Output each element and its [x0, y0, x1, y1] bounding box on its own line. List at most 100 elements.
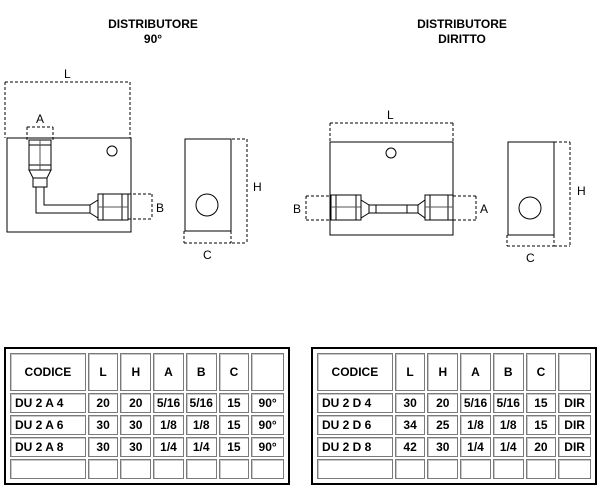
cell-codice: DU 2 D 8 [317, 437, 393, 457]
label-A-right: A [480, 202, 488, 216]
cell-C: 15 [218, 437, 250, 457]
dimension-L-right [329, 122, 454, 142]
side-view-diritto [506, 141, 571, 247]
dimension-L-left [4, 81, 131, 138]
cell-C [218, 459, 250, 479]
header-H: H [427, 353, 459, 391]
cell-B: 5/16 [492, 393, 524, 413]
header-L: L [394, 353, 426, 391]
cell-L: 30 [394, 393, 426, 413]
label-A-left: A [36, 112, 44, 126]
block-body [6, 137, 132, 233]
cell-L: 34 [394, 415, 426, 435]
cell-type: DIR [558, 415, 591, 435]
cell-H: 30 [120, 415, 152, 435]
header-B: B [185, 353, 217, 391]
label-L-right: L [387, 108, 394, 122]
table-row: DU 2 D 6 34 25 1/8 1/8 15 DIR [317, 415, 591, 435]
mounting-hole [385, 147, 397, 159]
spec-table-90: CODICE L H A B C DU 2 A 4 20 20 5/16 5/1… [8, 351, 286, 481]
table-row: DU 2 A 4 20 20 5/16 5/16 15 90° [10, 393, 284, 413]
cell-A [460, 459, 491, 479]
header-type [251, 353, 284, 391]
header-A: A [460, 353, 491, 391]
label-B-left: B [156, 201, 164, 215]
cell-C: 20 [525, 437, 557, 457]
cell-C: 15 [525, 415, 557, 435]
spec-table-diritto: CODICE L H A B C DU 2 D 4 30 20 5/16 5/1… [315, 351, 593, 481]
header-codice: CODICE [317, 353, 393, 391]
dimension-A-left [26, 126, 54, 140]
cell-L [87, 459, 119, 479]
table-distributore-90: CODICE L H A B C DU 2 A 4 20 20 5/16 5/1… [4, 347, 290, 485]
cell-type: 90° [251, 415, 284, 435]
cell-H: 30 [120, 437, 152, 457]
title-distributore-diritto: DISTRIBUTORE DIRITTO [362, 17, 562, 47]
table-row: DU 2 A 8 30 30 1/4 1/4 15 90° [10, 437, 284, 457]
cell-C [525, 459, 557, 479]
cell-B [492, 459, 524, 479]
cell-B: 1/8 [492, 415, 524, 435]
cell-A: 1/8 [153, 415, 184, 435]
block-body [329, 141, 454, 236]
header-L: L [87, 353, 119, 391]
side-block [507, 141, 555, 236]
cell-codice: DU 2 D 4 [317, 393, 393, 413]
dimension-H-right [554, 141, 571, 247]
cell-H: 30 [427, 437, 459, 457]
header-A: A [153, 353, 184, 391]
internal-channel-90 [35, 187, 90, 214]
title-distributore-90: DISTRIBUTORE 90° [53, 17, 253, 47]
internal-channel-straight [369, 204, 418, 214]
cell-L [394, 459, 426, 479]
dimension-B-left [128, 193, 153, 220]
table-row: DU 2 D 4 30 20 5/16 5/16 15 DIR [317, 393, 591, 413]
cell-type: 90° [251, 393, 284, 413]
dimension-C-left [183, 231, 232, 244]
cell-B: 1/8 [185, 415, 217, 435]
cell-type [558, 459, 591, 479]
through-hole [518, 196, 542, 220]
table-row: DU 2 D 8 42 30 1/4 1/4 20 DIR [317, 437, 591, 457]
cell-L: 20 [87, 393, 119, 413]
dimension-B-right [305, 195, 331, 221]
label-C-right: C [526, 251, 535, 265]
header-codice: CODICE [10, 353, 86, 391]
cell-codice: DU 2 D 6 [317, 415, 393, 435]
cell-A: 5/16 [460, 393, 491, 413]
cell-A: 1/8 [460, 415, 491, 435]
title-line-2: 90° [143, 32, 163, 46]
table-distributore-diritto: CODICE L H A B C DU 2 D 4 30 20 5/16 5/1… [311, 347, 597, 485]
cell-codice: DU 2 A 4 [10, 393, 86, 413]
dimension-C-right [506, 235, 555, 247]
cell-H: 25 [427, 415, 459, 435]
table-header-row: CODICE L H A B C [10, 353, 284, 391]
table-row-empty [317, 459, 591, 479]
side-block [184, 138, 232, 232]
cell-B [185, 459, 217, 479]
cell-A: 1/4 [153, 437, 184, 457]
cell-codice: DU 2 A 6 [10, 415, 86, 435]
header-type [558, 353, 591, 391]
cell-L: 42 [394, 437, 426, 457]
through-hole [195, 193, 219, 217]
cell-type: DIR [558, 437, 591, 457]
title-line-1: DISTRIBUTORE [417, 17, 507, 31]
front-view-90 [4, 81, 153, 233]
cell-C: 15 [218, 415, 250, 435]
table-row: DU 2 A 6 30 30 1/8 1/8 15 90° [10, 415, 284, 435]
table-header-row: CODICE L H A B C [317, 353, 591, 391]
cell-H [427, 459, 459, 479]
header-C: C [218, 353, 250, 391]
technical-drawing: L A B H C L B A H C [4, 67, 586, 265]
mounting-hole [106, 145, 118, 157]
cell-H: 20 [427, 393, 459, 413]
table-row-empty [10, 459, 284, 479]
cell-H: 20 [120, 393, 152, 413]
cell-A [153, 459, 184, 479]
front-view-diritto [305, 122, 477, 236]
cell-type [251, 459, 284, 479]
title-line-2: DIRITTO [438, 32, 486, 46]
cell-type: DIR [558, 393, 591, 413]
header-H: H [120, 353, 152, 391]
